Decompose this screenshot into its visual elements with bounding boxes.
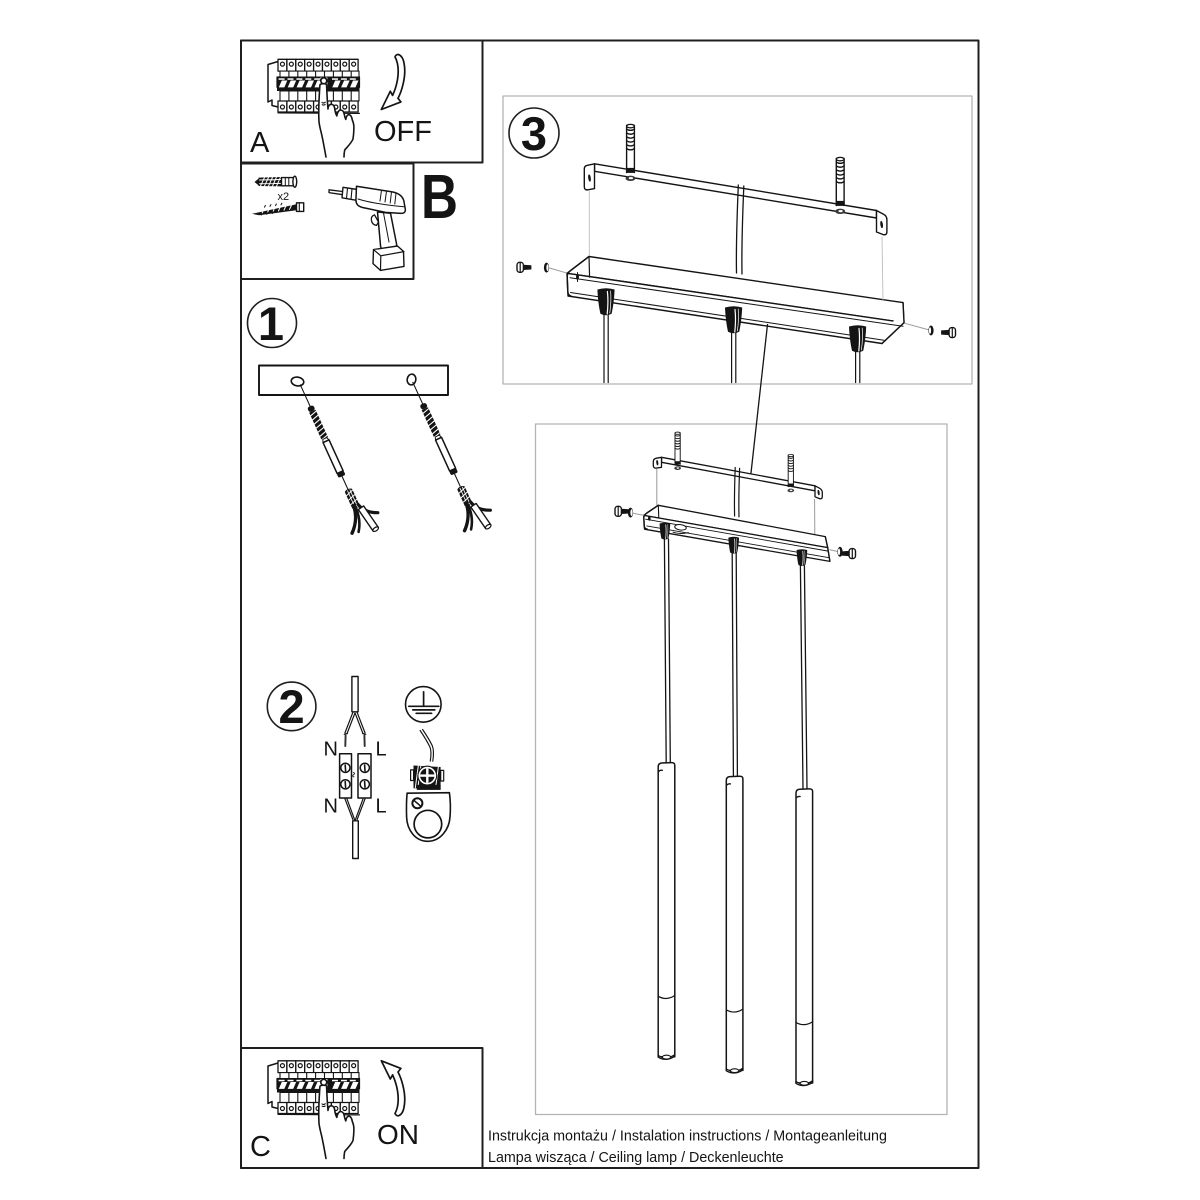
svg-text:Instrukcja montażu / Instalati: Instrukcja montażu / Instalation instruc… <box>488 1129 887 1145</box>
svg-text:N: N <box>324 739 338 761</box>
svg-text:3: 3 <box>521 107 547 160</box>
svg-text:Lampa wisząca / Ceiling lamp /: Lampa wisząca / Ceiling lamp / Deckenleu… <box>488 1150 784 1166</box>
svg-text:N: N <box>324 796 338 818</box>
svg-text:B: B <box>421 163 458 232</box>
svg-text:ON: ON <box>377 1119 419 1150</box>
svg-text:1: 1 <box>258 297 284 350</box>
svg-text:L: L <box>376 739 387 761</box>
svg-text:OFF: OFF <box>374 116 432 148</box>
svg-text:x2: x2 <box>278 191 290 203</box>
svg-text:L: L <box>376 796 387 818</box>
svg-text:A: A <box>250 127 270 159</box>
svg-text:C: C <box>250 1131 271 1163</box>
svg-text:2: 2 <box>279 680 305 733</box>
